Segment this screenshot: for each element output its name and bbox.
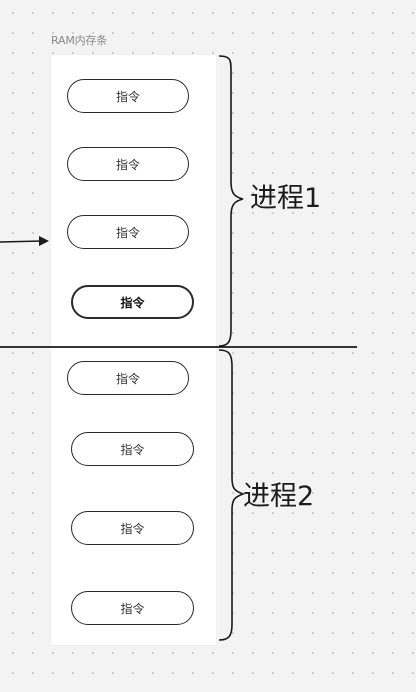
instruction-pill-7[interactable]: 指令: [71, 511, 194, 545]
instruction-pill-2[interactable]: 指令: [67, 147, 189, 181]
process-1-label[interactable]: 进程1: [250, 183, 322, 214]
process-1-brace[interactable]: [218, 55, 244, 347]
instruction-label: 指令: [120, 442, 145, 457]
instruction-label: 指令: [115, 225, 140, 240]
pointer-arrow[interactable]: [0, 236, 49, 246]
instruction-pill-5[interactable]: 指令: [67, 361, 189, 395]
process-2-brace[interactable]: [218, 349, 246, 641]
instruction-pill-4[interactable]: 指令: [71, 285, 194, 319]
instruction-pill-8[interactable]: 指令: [71, 591, 194, 625]
ram-strip-label: RAM内存条: [51, 34, 108, 47]
instruction-pill-6[interactable]: 指令: [71, 432, 194, 466]
instruction-pill-1[interactable]: 指令: [67, 79, 189, 113]
process-2-label[interactable]: 进程2: [243, 481, 315, 512]
instruction-label: 指令: [115, 157, 140, 172]
instruction-pill-3[interactable]: 指令: [67, 215, 189, 249]
instruction-label: 指令: [115, 371, 140, 386]
instruction-label: 指令: [120, 521, 145, 536]
instruction-label: 指令: [115, 89, 140, 104]
instruction-label: 指令: [120, 601, 145, 616]
instruction-label: 指令: [120, 295, 145, 310]
